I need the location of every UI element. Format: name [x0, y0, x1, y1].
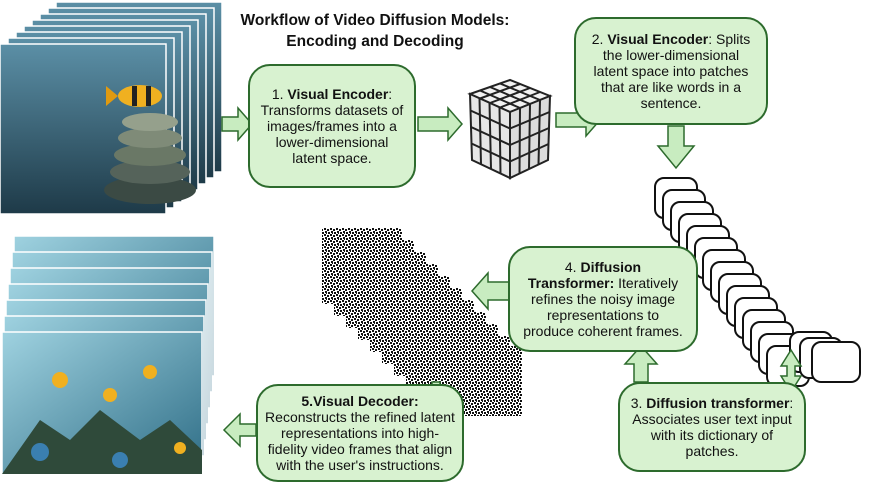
title-line-1: Workflow of Video Diffusion Models:: [240, 12, 510, 29]
title-line-2: Encoding and Decoding: [286, 33, 464, 50]
step-2-label: Visual Encoder: [607, 31, 709, 47]
step-3-text: Associates user text input with its dict…: [632, 411, 792, 459]
step-3-number: 3.: [630, 395, 643, 411]
noisy-frames-stack: [322, 228, 522, 416]
step-4-number: 4.: [564, 259, 577, 275]
arrow-patches-transformer3: [779, 348, 803, 394]
step-1-visual-encoder-box: 1. Visual Encoder: Transforms datasets o…: [248, 64, 416, 188]
step-5-number: 5.: [301, 393, 314, 409]
step-2-number: 2.: [591, 31, 604, 47]
step-2-visual-encoder-box: 2. Visual Encoder: Splits the lower-dime…: [574, 17, 768, 125]
step-1-number: 1.: [271, 86, 284, 102]
arrow-transformer3-to-transformer4: [623, 344, 659, 383]
step-4-label: Diffusion Transformer:: [527, 259, 642, 291]
step-3-diffusion-transformer-box: 3. Diffusion transformer: Associates use…: [618, 382, 806, 472]
step-5-visual-decoder-box: 5.Visual Decoder: Reconstructs the refin…: [256, 384, 464, 482]
diagram-title: Workflow of Video Diffusion Models: Enco…: [230, 10, 520, 52]
latent-cube-image: [467, 78, 553, 180]
step-5-label: Visual Decoder:: [313, 393, 419, 409]
arrow-decoder-to-frames: [222, 412, 257, 448]
step-1-label: Visual Encoder: [287, 86, 389, 102]
arrow-encoder-to-cube: [417, 106, 463, 142]
arrow-frames-to-encoder: [221, 106, 253, 142]
step-5-text: Reconstructs the refined latent represen…: [265, 409, 455, 473]
step-2-text: Splits the lower-dimensional latent spac…: [593, 31, 751, 111]
step-3-label: Diffusion transformer: [646, 395, 790, 411]
output-frames-stack: [1, 235, 215, 475]
input-frames-stack: [0, 1, 223, 215]
step-4-diffusion-transformer-box: 4. Diffusion Transformer: Iteratively re…: [508, 246, 698, 352]
step-4-text: Iteratively refines the noisy image repr…: [523, 275, 683, 339]
patches-stack: [654, 177, 861, 387]
step-1-text: Transforms datasets of images/frames int…: [260, 102, 404, 166]
arrow-encoder2-to-patches: [656, 125, 696, 170]
